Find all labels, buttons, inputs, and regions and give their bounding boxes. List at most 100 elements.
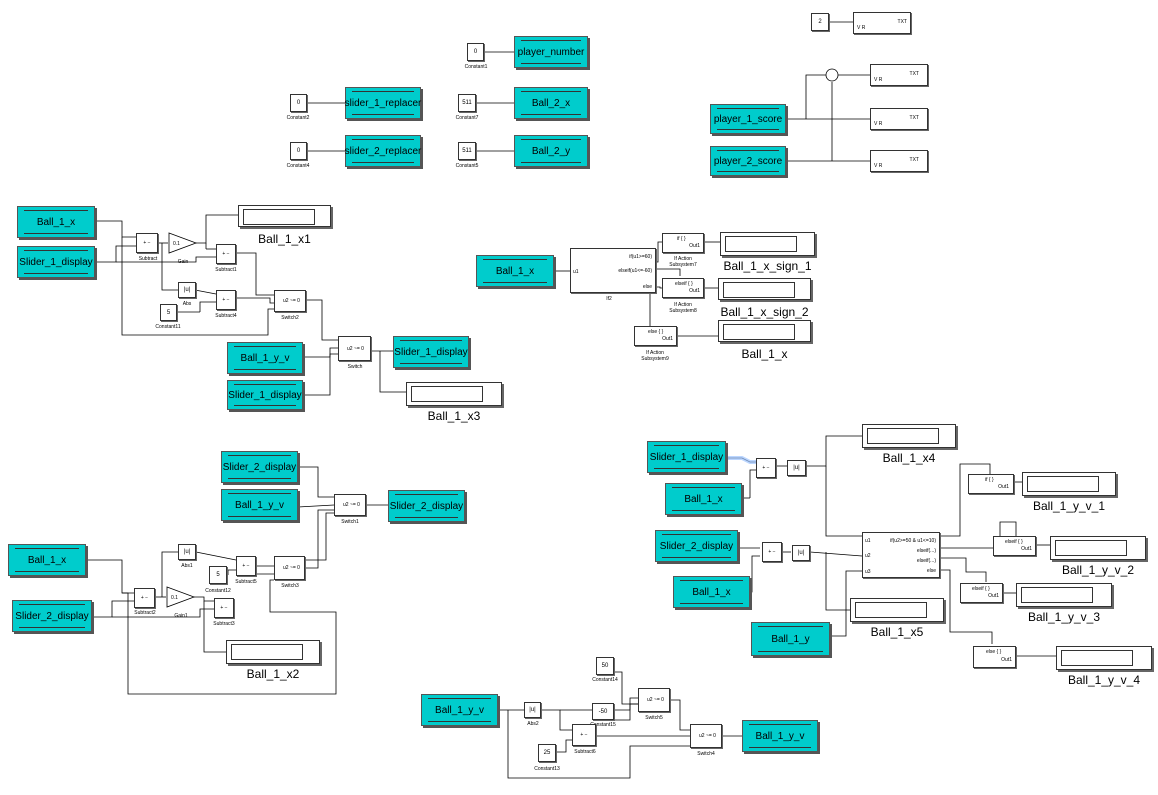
from-ball-1-x-r2[interactable]: Ball_1_x bbox=[673, 576, 750, 608]
from-slider-1-display-2[interactable]: Slider_1_display bbox=[227, 380, 303, 410]
switch3-block[interactable]: u2 ~= 0 bbox=[274, 556, 305, 580]
switch-block[interactable]: u2 ~= 0 bbox=[338, 336, 371, 361]
if-condition: if(u2>=50 & u1<=10) bbox=[890, 538, 936, 544]
goto-label: slider_2_replacer bbox=[344, 145, 422, 157]
abs-r2-block[interactable]: |u| bbox=[792, 545, 810, 561]
switch2-block[interactable]: u2 ~= 0 bbox=[274, 290, 306, 312]
from-ball-1-y-v-bottom[interactable]: Ball_1_y_v bbox=[421, 694, 498, 726]
display-screen bbox=[1061, 650, 1133, 666]
display-ball-1-x3[interactable]: Ball_1_x3 bbox=[406, 382, 502, 423]
action-elseif-r1[interactable]: elseif { }Out1 bbox=[993, 536, 1036, 556]
subtract-block[interactable]: + − bbox=[136, 233, 158, 253]
abs-block[interactable]: |u| bbox=[178, 282, 196, 298]
display-ball-1-y-v-4[interactable]: Ball_1_y_v_4 bbox=[1056, 646, 1152, 687]
switch-condition: u2 ~= 0 bbox=[699, 733, 716, 739]
from-ball-1-x[interactable]: Ball_1_x bbox=[17, 206, 95, 238]
gain-triangle-icon[interactable]: 0.1 bbox=[168, 232, 198, 254]
action-else-r[interactable]: else { }Out1 bbox=[973, 646, 1016, 668]
if-action-subsystem7[interactable]: if { }Out1 bbox=[662, 233, 704, 253]
subtract4-block[interactable]: + − bbox=[216, 290, 236, 310]
abs-r1-block[interactable]: |u| bbox=[787, 460, 806, 476]
constant-11-block[interactable]: 5 bbox=[160, 304, 177, 321]
goto-player-2-score[interactable]: player_2_score bbox=[710, 146, 786, 176]
if2-block[interactable]: u1 if(u1>=60) elseif(u1<=-60) else bbox=[570, 248, 656, 293]
display-caption: Ball_1_x1 bbox=[258, 232, 311, 246]
constant-4-block[interactable]: 0 bbox=[290, 142, 307, 160]
from-slider-2-display-r[interactable]: Slider_2_display bbox=[655, 530, 738, 562]
display-screen bbox=[243, 209, 315, 225]
display-ball-1-y-v-3[interactable]: Ball_1_y_v_3 bbox=[1016, 583, 1112, 624]
action-if-r[interactable]: if { }Out1 bbox=[968, 474, 1014, 494]
from-slider-1-display[interactable]: Slider_1_display bbox=[17, 246, 95, 278]
goto-label: Ball_1_y_v bbox=[755, 730, 805, 742]
subtract-r2-block[interactable]: + − bbox=[762, 542, 782, 562]
subtract2-block[interactable]: + − bbox=[134, 588, 155, 608]
display-screen bbox=[723, 282, 795, 298]
constant-2-block[interactable]: 0 bbox=[290, 94, 307, 112]
switch5-block[interactable]: u2 ~= 0 bbox=[638, 688, 670, 712]
goto-slider-1-replacer[interactable]: slider_1_replacer bbox=[345, 87, 421, 119]
from-ball-1-y-v-b[interactable]: Ball_1_y_v bbox=[221, 489, 298, 521]
action-label: if { } bbox=[985, 477, 994, 483]
constant-12-block[interactable]: 5 bbox=[209, 566, 227, 584]
constant-15-block[interactable]: -50 bbox=[592, 703, 614, 720]
gain1-triangle-icon[interactable]: 0.1 bbox=[166, 586, 196, 608]
from-ball-1-x-r[interactable]: Ball_1_x bbox=[665, 483, 742, 515]
constant-2[interactable]: 2 bbox=[811, 13, 829, 31]
vr-label: V R bbox=[857, 25, 866, 31]
from-ball-1-y[interactable]: Ball_1_y bbox=[751, 622, 830, 656]
constant-13-block[interactable]: 25 bbox=[538, 744, 556, 762]
display-ball-1-y-v-2[interactable]: Ball_1_y_v_2 bbox=[1050, 536, 1146, 577]
block-label: Constant5 bbox=[455, 163, 479, 169]
subtract5-block[interactable]: + − bbox=[236, 556, 256, 576]
action-elseif-r2[interactable]: elseif { }Out1 bbox=[960, 583, 1003, 603]
goto-slider-1-display[interactable]: Slider_1_display bbox=[393, 336, 469, 368]
from-ball-1-x-if[interactable]: Ball_1_x bbox=[476, 255, 554, 287]
display-ball-1-x-sign-1[interactable]: Ball_1_x_sign_1 bbox=[720, 232, 815, 273]
from-label: Slider_2_display bbox=[659, 540, 734, 552]
switch1-block[interactable]: u2 ~= 0 bbox=[334, 494, 366, 516]
from-ball-1-x-b[interactable]: Ball_1_x bbox=[8, 544, 86, 576]
goto-player-number[interactable]: player_number bbox=[514, 36, 588, 68]
constant-1[interactable]: 0 bbox=[467, 43, 484, 61]
subtract6-block[interactable]: + − bbox=[572, 724, 596, 746]
if-block-multi[interactable]: u1 u2 u3 if(u2>=50 & u1<=10) elseif(...)… bbox=[862, 532, 940, 578]
from-slider-1-display-r[interactable]: Slider_1_display bbox=[647, 441, 726, 473]
display-ball-1-x5[interactable]: Ball_1_x5 bbox=[850, 598, 944, 639]
abs2-block[interactable]: |u| bbox=[524, 702, 541, 718]
abs1-block[interactable]: |u| bbox=[178, 544, 196, 560]
constant-7-block[interactable]: 511 bbox=[458, 94, 476, 112]
subtract1-block[interactable]: + − bbox=[216, 244, 236, 264]
subtract3-block[interactable]: + − bbox=[214, 598, 234, 618]
goto-slider-2-display[interactable]: Slider_2_display bbox=[388, 490, 465, 522]
if-action-subsystem9[interactable]: else { }Out1 bbox=[634, 326, 677, 346]
goto-ball-2-x[interactable]: Ball_2_x bbox=[514, 87, 588, 119]
block-label: Constant13 bbox=[534, 766, 560, 772]
display-ball-1-y-v-1[interactable]: Ball_1_y_v_1 bbox=[1022, 472, 1116, 513]
display-ball-1-x[interactable]: Ball_1_x bbox=[718, 320, 811, 361]
display-screen bbox=[231, 644, 303, 660]
goto-player-1-score[interactable]: player_1_score bbox=[710, 104, 786, 134]
from-slider-2-display[interactable]: Slider_2_display bbox=[221, 451, 298, 483]
out-label: Out1 bbox=[689, 288, 700, 294]
display-ball-1-x-sign-2[interactable]: Ball_1_x_sign_2 bbox=[718, 278, 811, 319]
display-ball-1-x4[interactable]: Ball_1_x4 bbox=[862, 424, 956, 465]
constant-5-block[interactable]: 511 bbox=[458, 142, 476, 160]
if-action-subsystem8[interactable]: elseif { }Out1 bbox=[662, 278, 704, 298]
display-ball-1-x2[interactable]: Ball_1_x2 bbox=[226, 640, 320, 681]
from-ball-1-y-v[interactable]: Ball_1_y_v bbox=[227, 342, 303, 374]
goto-slider-2-replacer[interactable]: slider_2_replacer bbox=[345, 135, 421, 167]
display-screen bbox=[411, 386, 483, 402]
block-label: Switch5 bbox=[645, 715, 663, 721]
goto-ball-1-y-v[interactable]: Ball_1_y_v bbox=[742, 720, 818, 752]
display-ball-1-x1[interactable]: Ball_1_x1 bbox=[238, 205, 331, 246]
switch4-block[interactable]: u2 ~= 0 bbox=[690, 724, 722, 748]
goto-ball-2-y[interactable]: Ball_2_y bbox=[514, 135, 588, 167]
constant-14-block[interactable]: 50 bbox=[596, 657, 614, 675]
from-slider-2-display-b[interactable]: Slider_2_display bbox=[12, 600, 92, 632]
subtract-r1-block[interactable]: + − bbox=[756, 458, 776, 478]
